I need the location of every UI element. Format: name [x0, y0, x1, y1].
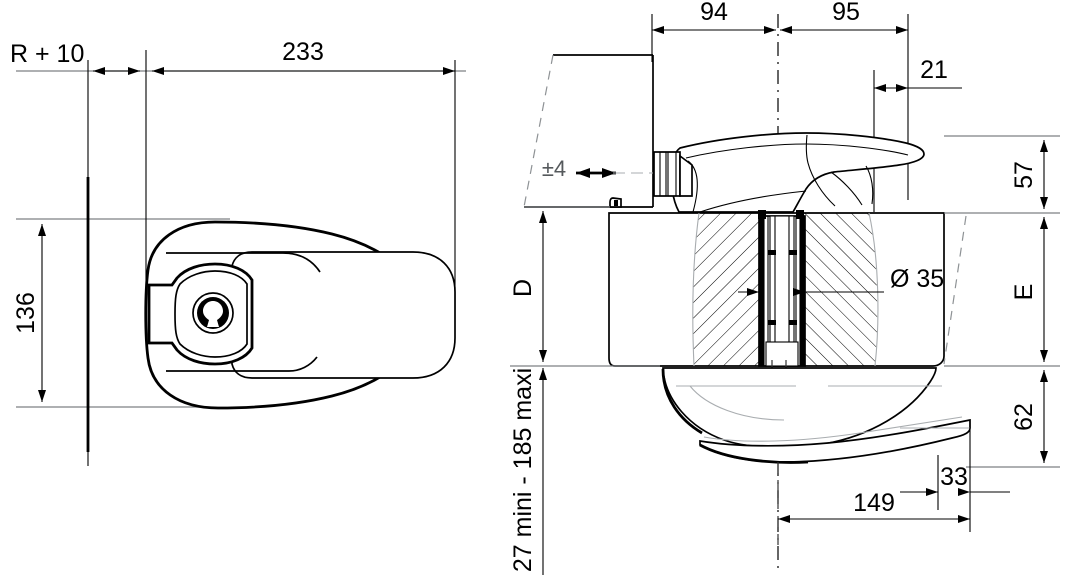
dimension-95: 95: [780, 0, 908, 34]
section-hatch-left: [692, 213, 761, 366]
spindle-collar-lower-left: [768, 320, 776, 325]
dimension-bore-35-label: Ø 35: [890, 265, 944, 293]
dimension-233: 233: [152, 38, 455, 75]
dimension-21-label: 21: [920, 56, 948, 84]
handle-spindle-collar-rib-2: [667, 151, 677, 197]
latch-nub-detail: [614, 200, 618, 206]
deck-tab-right: [796, 210, 804, 219]
dimension-range-note: 27 mini - 185 maxi: [509, 368, 547, 575]
dimension-62-label: 62: [1010, 403, 1038, 431]
dimension-149: 149: [778, 489, 970, 523]
lower-tail-plate-seam: [703, 416, 963, 442]
lock-keyhole-icon: [203, 301, 223, 327]
spindle-housing-wall-left: [759, 216, 764, 366]
handle-upper-seam-line: [166, 252, 321, 273]
handle-spindle-collar-rib-1: [659, 151, 667, 197]
dimension-E-label: E: [1010, 284, 1038, 301]
dimension-233-label: 233: [282, 38, 324, 66]
dimension-r-plus-10-label: R + 10: [10, 40, 84, 68]
right-angled-dashed-reference: [943, 215, 967, 365]
spindle-housing-wall-right: [800, 216, 805, 366]
dimension-D-label: D: [509, 279, 537, 297]
side-section-view: 94 95 21 ±4: [509, 0, 1060, 575]
dimension-57: 57: [1010, 140, 1048, 209]
lower-bowl-inner-curve: [689, 385, 785, 421]
dimension-94: 94: [652, 0, 776, 34]
dimension-33: 33: [900, 463, 1010, 496]
dimension-62: 62: [1010, 370, 1048, 463]
tolerance-label: ±4: [542, 156, 566, 181]
dimension-57-label: 57: [1010, 161, 1038, 189]
section-hatch-right-boundary: [868, 212, 879, 367]
handle-lever-base-fillet: [699, 190, 807, 213]
dimension-149-label: 149: [853, 489, 895, 517]
dimension-94-label: 94: [700, 0, 728, 26]
dimension-D: D: [509, 211, 547, 362]
front-elevation-view: 233 R + 10 136: [10, 38, 466, 466]
spindle-end-cap: [765, 341, 799, 367]
dimension-136-label: 136: [12, 292, 40, 334]
handle-lower-seam-line: [166, 356, 318, 372]
dimension-range-note-label: 27 mini - 185 maxi: [509, 368, 537, 572]
section-hatch-left-boundary: [692, 212, 700, 367]
dimension-r-plus-10: R + 10: [10, 40, 140, 75]
dimension-21: 21: [874, 56, 962, 92]
section-hatch-right: [802, 213, 878, 366]
dimension-136: 136: [12, 224, 46, 402]
spindle-collar-upper-right: [789, 250, 797, 255]
dimension-33-label: 33: [940, 463, 968, 491]
handle-lever-inner-highlight-5: [865, 165, 874, 205]
handle-spindle-wedge: [679, 154, 693, 197]
handle-right-lobe-outline: [231, 251, 456, 379]
spindle-collar-lower-right: [789, 320, 797, 325]
handle-lever-upper-profile: [670, 132, 925, 213]
handle-lever-inner-highlight-3: [805, 134, 836, 207]
dimension-bore-35: Ø 35: [738, 265, 944, 296]
spindle-collar-upper-left: [768, 250, 776, 255]
lower-tail-plate-underside: [699, 443, 809, 464]
lower-bowl-outer-curve: [661, 368, 703, 435]
spindle-shaft: [769, 215, 795, 367]
dimension-95-label: 95: [832, 0, 860, 26]
deck-tab-left: [758, 210, 766, 219]
door-leaf-angled-dashed-edge: [523, 54, 554, 208]
dimension-E: E: [1010, 217, 1048, 362]
handle-lever-inner-highlight-4: [830, 171, 863, 206]
